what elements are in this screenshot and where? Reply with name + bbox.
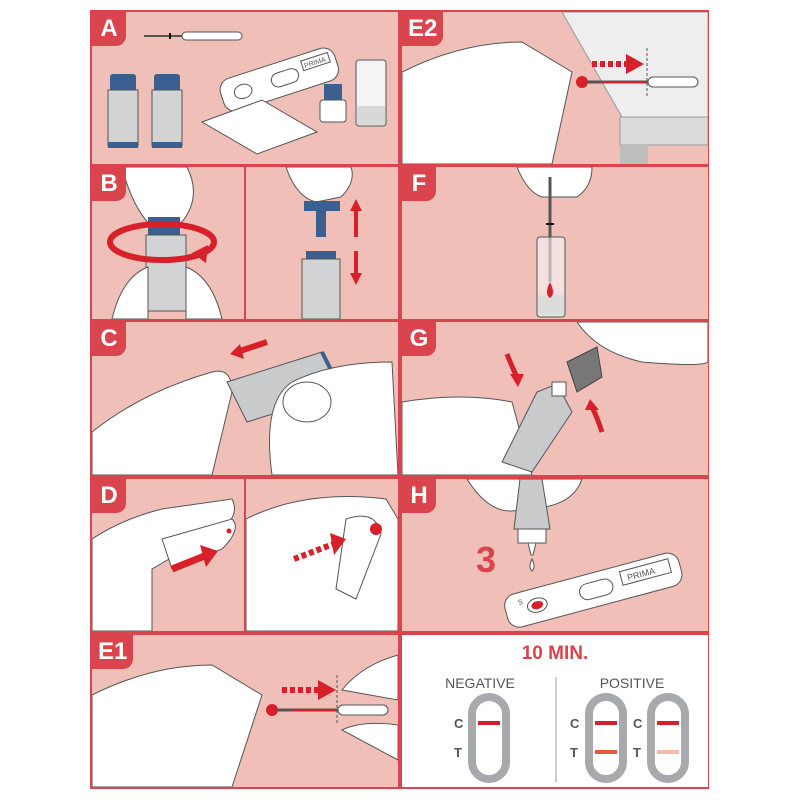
step-label-e2: E2 [402,12,444,46]
twist-cap-illustration [107,167,223,319]
step-label-d: D [92,479,126,513]
drop-count: 3 [476,539,497,580]
step-label-c: C [92,322,126,356]
panel-b: B [92,167,398,319]
step-label-e1: E1 [92,635,134,669]
panel-b-pull [246,167,398,319]
panel-f: F [402,167,708,319]
pos1-t-label: T [570,745,578,760]
dispense-blood-illustration [516,167,593,318]
pos2-c-label: C [633,716,643,731]
lancet-2 [151,74,183,148]
attach-cap-illustration [402,322,708,475]
read-time: 10 MIN. [521,643,589,664]
collect-blood-illustration [92,654,398,787]
neg-t-label: T [454,745,462,760]
table-collect-illustration [402,12,708,164]
step-label-a: A [92,12,126,46]
panel-b-twist: B [92,167,244,319]
panel-a: PRIMA A [92,12,398,164]
add-drops-illustration: PRIMA S [466,479,683,628]
pos2-t-label: T [633,745,641,760]
result-panel: 10 MIN. NEGATIVE POSITIVE C T C T C T [402,635,708,787]
step-label-b: B [92,167,126,201]
positive-weak-graphic [647,693,689,783]
result-divider [555,677,557,782]
panel-d: D [92,479,398,631]
remove-tab-illustration [92,339,398,475]
panel-g: G [402,322,708,475]
sample-well-label: S [517,599,524,607]
blood-drop-finger-illustration [246,496,398,631]
positive-label: POSITIVE [599,675,665,691]
pull-cap-illustration [285,167,362,319]
step-label-g: G [402,322,436,356]
prick-finger-illustration [92,498,236,631]
lancet-1 [107,74,139,148]
panel-d-prick: D [92,479,244,631]
negative-label: NEGATIVE [445,675,515,691]
panel-d-blood [246,479,398,631]
pos1-c-label: C [570,716,580,731]
step-label-f: F [402,167,436,201]
negative-window-graphic [468,693,510,783]
neg-c-label: C [454,716,464,731]
kit-contents-illustration: PRIMA [107,31,387,155]
positive-strong-graphic [585,693,627,783]
panel-c: C [92,322,398,475]
step-label-h: H [402,479,436,513]
panel-h: PRIMA S 3 H [402,479,708,631]
panel-e2: E2 [402,12,708,164]
panel-e1: E1 [92,635,398,787]
